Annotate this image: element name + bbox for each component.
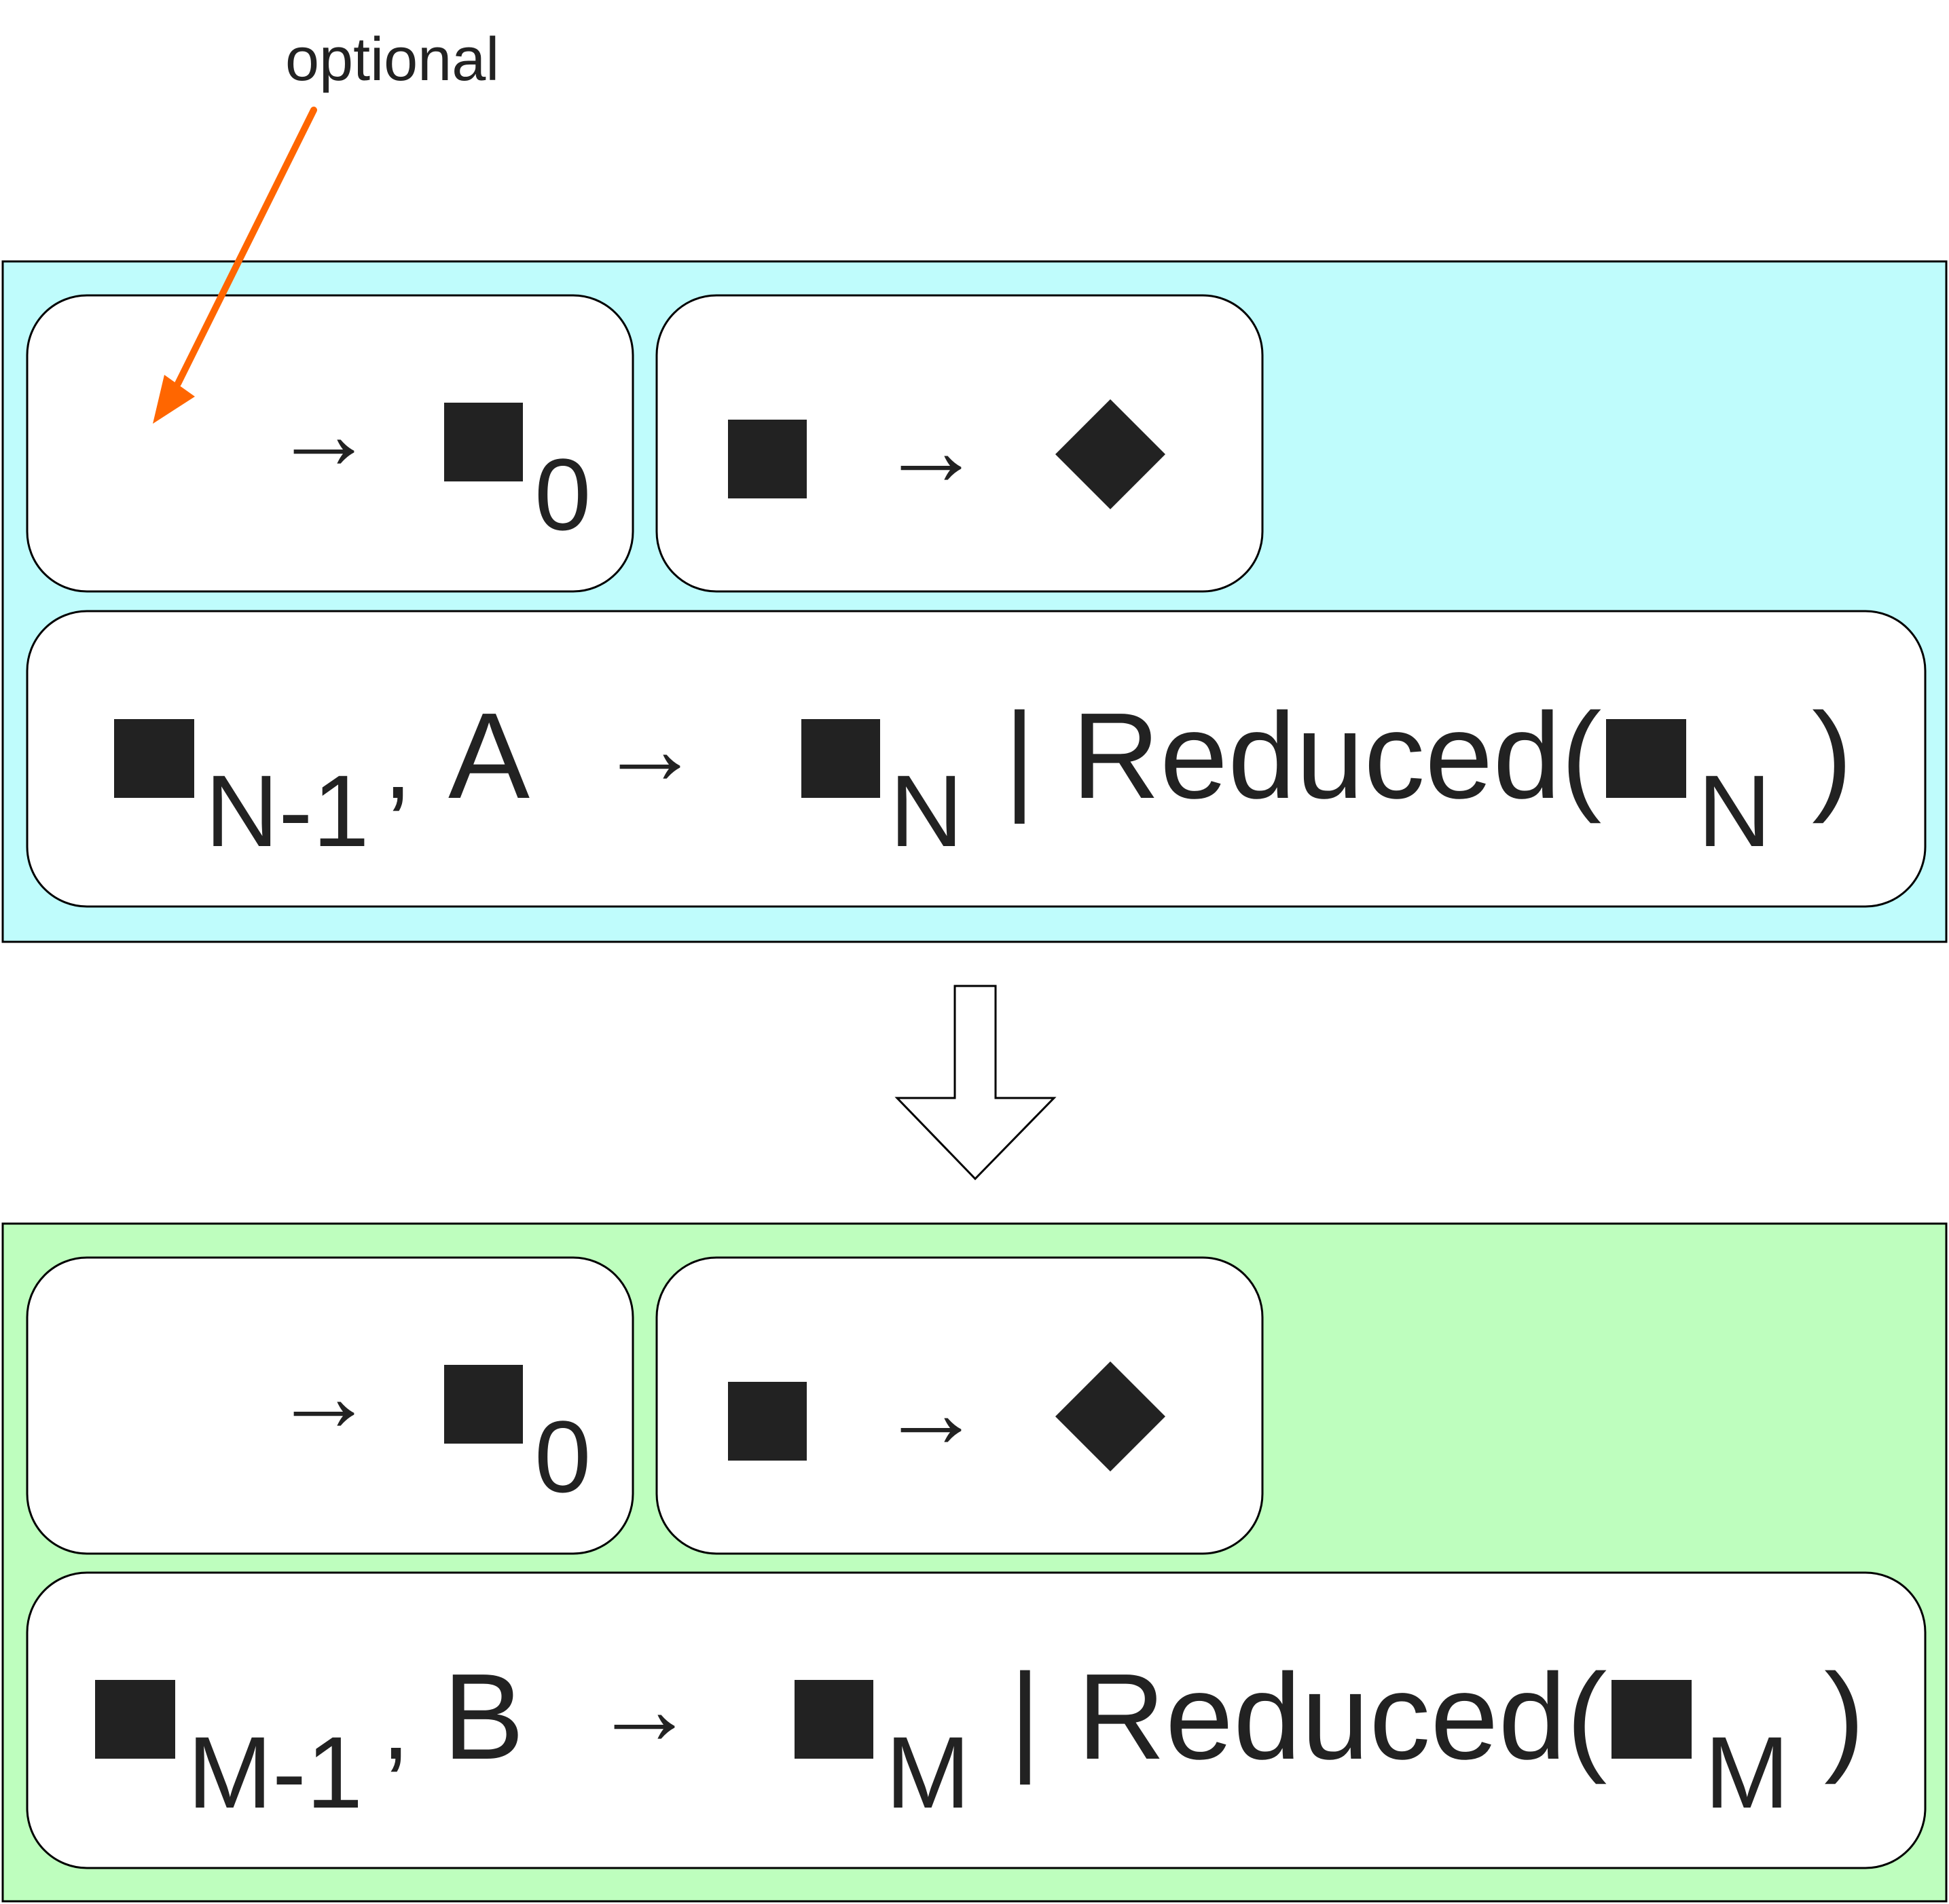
state-subscript: M [886, 1715, 970, 1829]
reduced-label: Reduced( [1072, 688, 1601, 824]
close-paren: ) [1824, 1649, 1865, 1785]
input-symbol: B [443, 1649, 524, 1785]
rule-box [26, 294, 634, 593]
state-subscript: N [1698, 754, 1771, 868]
rule-arrow: → [599, 691, 701, 805]
state-square-icon [795, 1680, 873, 1759]
state-square-icon [728, 420, 807, 498]
annotation-arrow-shaft [175, 107, 317, 387]
optional-label: optional [285, 26, 499, 94]
rule-box [655, 294, 1264, 593]
comma: , [384, 706, 412, 820]
rule-arrow: → [273, 1338, 375, 1452]
rule-arrow: → [880, 1355, 982, 1469]
bottom-panel: → 0 → M-1 , B → M | Reduced( M ) [1, 1222, 1948, 1903]
bottom-rule-start-box: → 0 [26, 1256, 634, 1555]
state-square-icon [1606, 719, 1686, 798]
state-square-icon [801, 719, 880, 798]
state-subscript: N-1 [205, 754, 369, 868]
top-rule-map-box: → [655, 294, 1264, 593]
output-diamond-icon [1055, 399, 1165, 509]
close-paren: ) [1812, 688, 1853, 824]
state-subscript: M-1 [187, 1715, 363, 1829]
input-symbol: A [448, 688, 530, 824]
annotation-arrow-head-icon [153, 375, 195, 424]
comma: , [382, 1666, 410, 1780]
rule-box [26, 1571, 1927, 1869]
rule-arrow: → [594, 1651, 695, 1765]
state-square-icon [95, 1680, 175, 1759]
rule-arrow: → [273, 376, 375, 490]
state-square-icon [444, 1365, 523, 1444]
state-subscript: 0 [534, 437, 591, 551]
state-square-icon [728, 1382, 807, 1461]
state-square-icon [444, 403, 523, 481]
rule-box [26, 1256, 634, 1555]
output-diamond-icon [1055, 1361, 1165, 1471]
bar-separator: | [1004, 688, 1036, 824]
optional-annotation: optional [153, 26, 499, 424]
state-subscript: 0 [534, 1399, 591, 1514]
state-subscript: M [1705, 1715, 1789, 1829]
top-rule-step-box: N-1 , A → N | Reduced( N ) [26, 610, 1927, 908]
rule-box [26, 610, 1927, 908]
state-subscript: N [890, 754, 963, 868]
top-rule-start-box: → 0 [26, 294, 634, 593]
bar-separator: | [1009, 1649, 1041, 1785]
bottom-rule-step-box: M-1 , B → M | Reduced( M ) [26, 1571, 1927, 1869]
top-panel: → 0 → N-1 , A → N | Reduced( N ) [1, 260, 1948, 943]
rule-box [655, 1256, 1264, 1555]
bottom-rule-map-box: → [655, 1256, 1264, 1555]
rule-arrow: → [880, 392, 982, 507]
hollow-down-arrow-icon [894, 985, 1057, 1181]
state-square-icon [1611, 1680, 1692, 1759]
state-square-icon [114, 719, 194, 798]
reduced-label: Reduced( [1077, 1649, 1607, 1785]
